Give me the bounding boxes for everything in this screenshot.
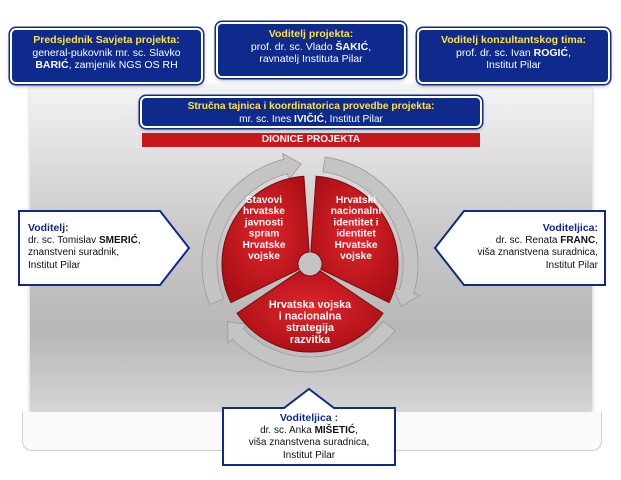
secretary-title: Stručna tajnica i koordinatorica provedb… <box>187 101 435 112</box>
left-leader-text: Voditelj: dr. sc. Tomislav SMERIĆ, znans… <box>28 222 141 272</box>
cycle-arrow-left <box>201 152 302 305</box>
bottom-leader-role: viša znanstvena suradnica, <box>248 437 370 448</box>
council-president-box: Predsjednik Savjeta projekta: general-pu… <box>10 28 203 84</box>
segment-label-line: Hrvatska vojska <box>269 299 352 311</box>
project-leader-role: ravnatelj Instituta Pilar <box>259 53 363 65</box>
council-president-line1: general-pukovnik mr. sc. Slavko <box>32 46 181 59</box>
segment-label-line: razvitka <box>290 334 331 346</box>
left-leader-callout: Voditelj: dr. sc. Tomislav SMERIĆ, znans… <box>18 210 191 286</box>
segment-label-line: Hrvatski <box>336 195 376 206</box>
cycle-segments <box>221 175 399 353</box>
bottom-leader-surname: MIŠETIĆ <box>314 424 356 436</box>
consultant-team-title: Voditelj konzultantskog tima: <box>440 34 587 46</box>
council-president-role: , zamjenik NGS OS RH <box>68 59 178 71</box>
segment-label-line: spram <box>249 229 280 240</box>
project-sections-banner: DIONICE PROJEKTA <box>142 133 480 147</box>
council-president-surname: BARIĆ <box>35 59 69 71</box>
cycle-arrow-bottom <box>227 320 396 373</box>
left-leader-surname: SMERIĆ <box>98 234 138 246</box>
right-callout-shape <box>433 210 606 286</box>
segment-label-line: strategija <box>286 322 335 334</box>
segment-label-line: Stavovi <box>246 195 282 206</box>
council-president-title: Predsjednik Savjeta projekta: <box>33 34 180 46</box>
left-leader-affiliation: Institut Pilar <box>28 259 81 271</box>
segment-label-line: vojske <box>248 251 280 262</box>
segment-label-line: hrvatske <box>243 206 285 217</box>
segment-public-attitudes <box>221 175 310 304</box>
right-leader-role: viša znanstvena suradnica, <box>477 247 598 258</box>
right-leader-title: Voditeljica: <box>542 222 598 234</box>
segment-label-line: Hrvatske <box>334 240 377 251</box>
consultant-team-name: prof. dr. sc. Ivan <box>456 46 534 59</box>
left-leader-comma: , <box>137 234 141 246</box>
bottom-leader-name: dr. sc. Anka <box>260 424 315 436</box>
secretary-name: mr. sc. Ines <box>239 113 294 125</box>
segment-label-line: i nacionalna <box>279 311 342 323</box>
right-leader-text: Voditeljica: dr. sc. Renata FRANC, viša … <box>477 222 598 272</box>
bottom-leader-comma: , <box>355 424 358 436</box>
secretary-surname: IVIČIĆ <box>294 113 325 125</box>
project-leader-title: Voditelj projekta: <box>268 28 354 40</box>
segment-label-line: identitet <box>336 229 376 240</box>
consultant-team-surname: ROGIĆ <box>533 46 569 59</box>
segment-label-line: Hrvatske <box>242 240 285 251</box>
consultant-team-comma: , <box>568 46 571 59</box>
left-leader-title: Voditelj: <box>28 222 69 234</box>
cycle-arrows <box>201 152 421 373</box>
right-leader-affiliation: Institut Pilar <box>545 259 598 271</box>
right-leader-callout: Voditeljica: dr. sc. Renata FRANC, viša … <box>433 210 606 286</box>
left-leader-role: znanstveni suradnik, <box>28 247 120 258</box>
bottom-leader-title: Voditeljica : <box>279 412 339 424</box>
right-leader-comma: , <box>595 234 598 246</box>
consultant-team-role: Institut Pilar <box>486 59 541 71</box>
bottom-leader-text: Voditeljica : dr. sc. Anka MIŠETIĆ, viša… <box>222 412 396 462</box>
cycle-arrow-right <box>322 156 421 308</box>
project-leader-name: prof. dr. sc. Vlado <box>250 40 336 53</box>
left-leader-name: dr. sc. Tomislav <box>28 234 99 246</box>
project-leader-box: Voditelj projekta: prof. dr. sc. Vlado Š… <box>216 22 406 78</box>
project-leader-surname: ŠAKIĆ <box>335 40 369 53</box>
secretary-box: Stručna tajnica i koordinatorica provedb… <box>140 96 482 128</box>
consultant-team-box: Voditelj konzultantskog tima: prof. dr. … <box>417 28 610 84</box>
project-leader-comma: , <box>368 40 372 53</box>
right-leader-surname: FRANC <box>560 234 596 246</box>
segment-label-line: identitet i <box>333 217 378 228</box>
segment-label-line: nacionalni <box>331 206 382 217</box>
segment-strategy <box>236 270 384 353</box>
segment-label-line: vojske <box>340 251 372 262</box>
right-leader-name: dr. sc. Renata <box>495 234 561 246</box>
secretary-affiliation: , Institut Pilar <box>324 113 383 125</box>
segment-label-line: javnosti <box>244 217 284 228</box>
bottom-callout-shape <box>222 387 396 466</box>
bottom-leader-callout: Voditeljica : dr. sc. Anka MIŠETIĆ, viša… <box>222 387 396 466</box>
left-callout-shape <box>18 210 191 286</box>
bottom-leader-affiliation: Institut Pilar <box>282 449 336 461</box>
segment-national-identity <box>310 175 399 304</box>
